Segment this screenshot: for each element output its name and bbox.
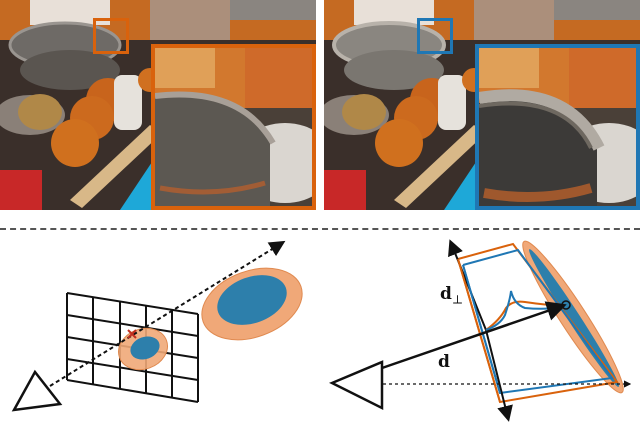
photo-left-glass-bowl bbox=[0, 0, 316, 210]
photo-right-metal-bowl bbox=[324, 0, 640, 210]
camera-icon bbox=[11, 369, 63, 412]
crop-box-blue bbox=[417, 18, 453, 54]
inset-magnified-blue bbox=[475, 44, 640, 210]
kernel-orange bbox=[485, 300, 566, 331]
gaussian-projected bbox=[118, 327, 168, 371]
kernel-blue bbox=[485, 290, 566, 331]
gaussian-center-icon bbox=[561, 300, 571, 310]
d-vector bbox=[381, 301, 567, 370]
gaussian-far bbox=[201, 267, 303, 341]
crop-box-orange bbox=[93, 18, 129, 54]
diagram-ray-gaussian: d⊥ d bbox=[320, 236, 640, 422]
intersection-marker-icon bbox=[127, 329, 137, 339]
gaussian-disc bbox=[522, 240, 624, 394]
dashed-divider bbox=[0, 228, 640, 230]
kitchen-scene-left bbox=[0, 0, 316, 210]
label-d: d bbox=[438, 352, 450, 372]
inset-magnified-orange bbox=[151, 44, 316, 210]
camera-ray bbox=[49, 240, 286, 387]
camera-icon bbox=[329, 360, 384, 411]
label-d-perp: d⊥ bbox=[440, 284, 464, 307]
diagram-projection bbox=[0, 236, 320, 422]
